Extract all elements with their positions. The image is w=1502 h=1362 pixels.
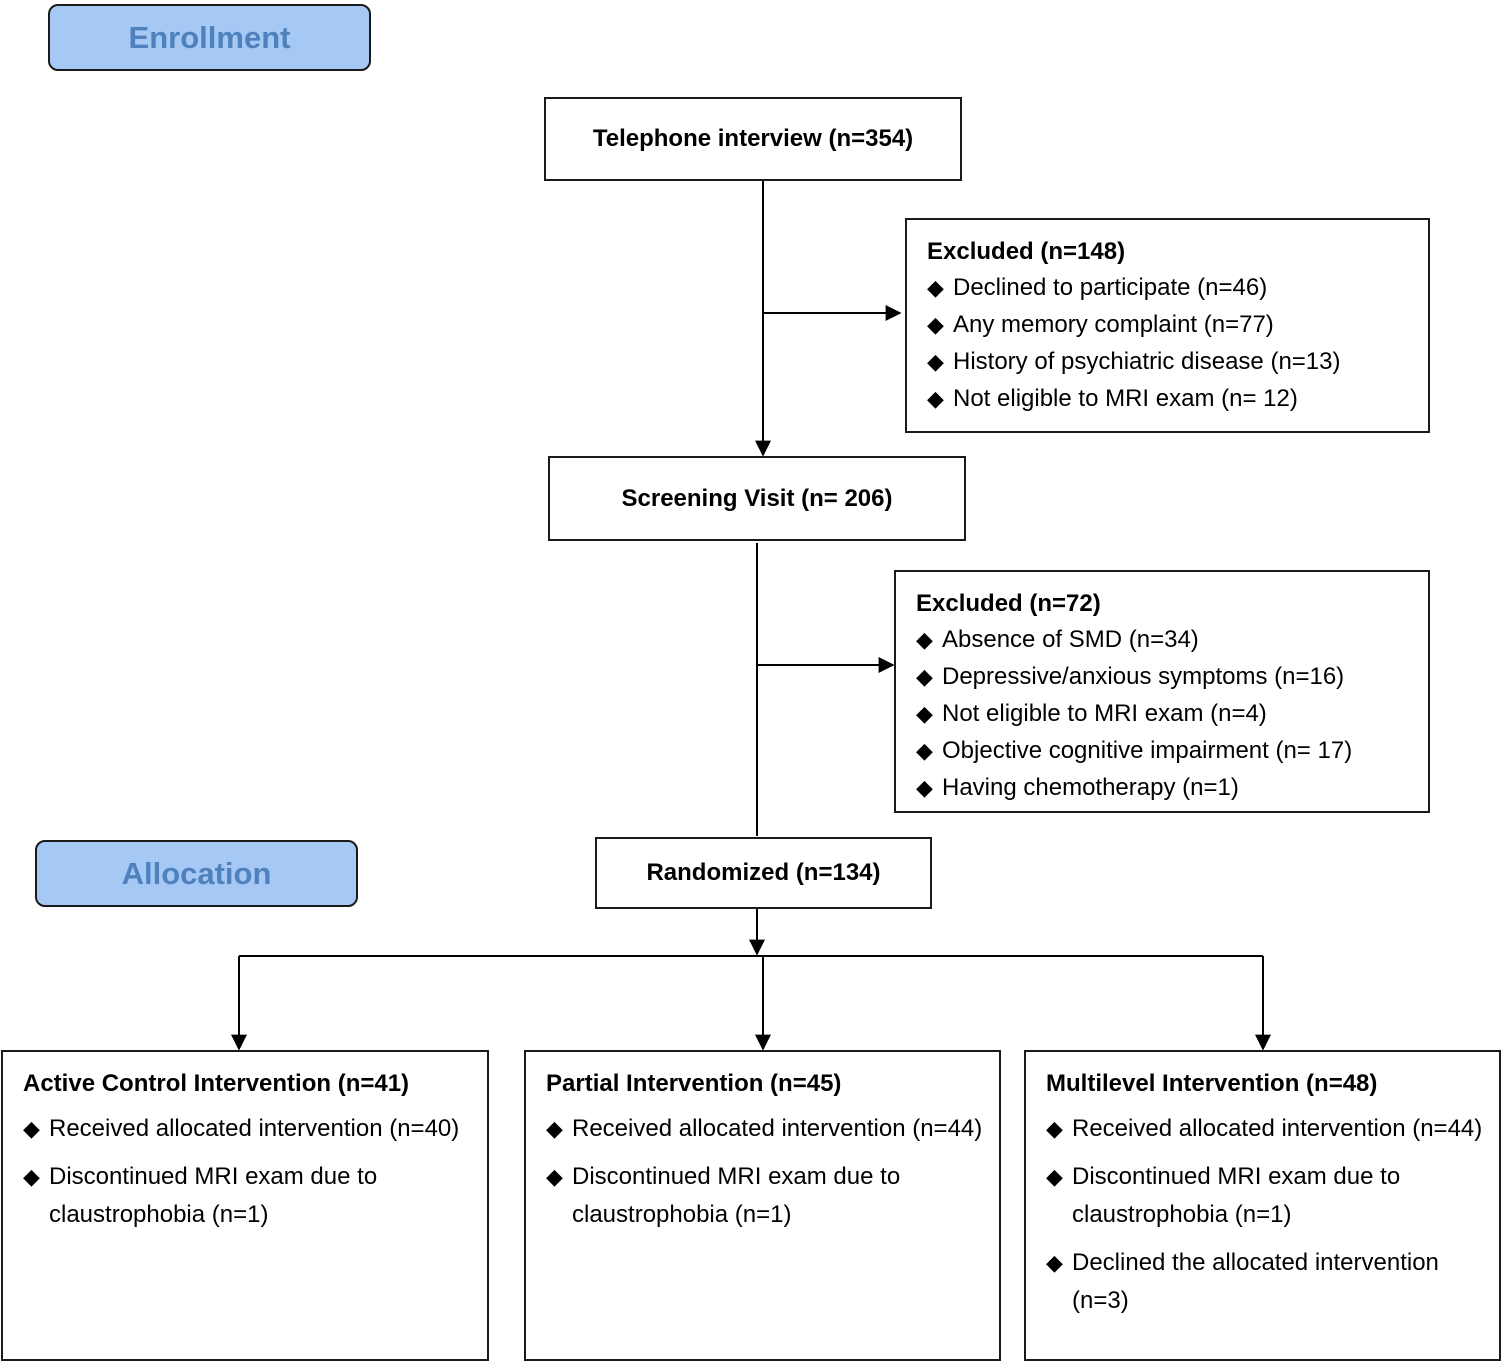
list-item: ◆Absence of SMD (n=34) [916,626,1199,653]
list-item: ◆Depressive/anxious symptoms (n=16) [916,663,1345,690]
excluded-2-title: Excluded (n=72) [916,590,1101,617]
diamond-icon: ◆ [1046,1250,1063,1275]
randomized-box: Randomized (n=134) [595,837,932,909]
diamond-icon: ◆ [546,1116,563,1141]
arm-list: ◆Received allocated intervention (n=40) … [23,1110,475,1234]
diamond-icon: ◆ [927,386,944,411]
list-item: ◆History of psychiatric disease (n=13) [927,348,1341,375]
diamond-icon: ◆ [916,664,933,689]
arm-title: Partial Intervention (n=45) [546,1070,842,1097]
list-item: ◆Received allocated intervention (n=40) [23,1110,475,1148]
diamond-icon: ◆ [23,1116,40,1141]
arm-title: Multilevel Intervention (n=48) [1046,1070,1378,1097]
list-item: ◆Discontinued MRI exam due to claustroph… [546,1158,987,1234]
diamond-icon: ◆ [546,1164,563,1189]
list-item: ◆Received allocated intervention (n=44) [546,1110,987,1148]
diamond-icon: ◆ [916,701,933,726]
diamond-icon: ◆ [927,312,944,337]
diamond-icon: ◆ [927,275,944,300]
list-item: ◆Having chemotherapy (n=1) [916,774,1239,801]
excluded-1-list: ◆Declined to participate (n=46) ◆Any mem… [927,274,1428,413]
screening-visit-box: Screening Visit (n= 206) [548,456,966,541]
telephone-interview-box: Telephone interview (n=354) [544,97,962,181]
list-item: ◆Declined to participate (n=46) [927,274,1268,301]
arm-box-partial: Partial Intervention (n=45) ◆Received al… [524,1050,1001,1361]
stage-label-enrollment: Enrollment [48,4,371,71]
arm-box-multilevel: Multilevel Intervention (n=48) ◆Received… [1024,1050,1501,1361]
screening-visit-label: Screening Visit (n= 206) [621,484,893,512]
list-item: ◆Objective cognitive impairment (n= 17) [916,737,1353,764]
excluded-2-list: ◆Absence of SMD (n=34) ◆Depressive/anxio… [916,626,1428,802]
excluded-1-title: Excluded (n=148) [927,238,1126,265]
stage-label-allocation: Allocation [35,840,358,907]
list-item: ◆Discontinued MRI exam due to claustroph… [1046,1158,1487,1234]
diamond-icon: ◆ [927,349,944,374]
diamond-icon: ◆ [916,775,933,800]
randomized-label: Randomized (n=134) [646,859,881,886]
excluded-box-1: Excluded (n=148) ◆Declined to participat… [905,218,1430,433]
list-item: ◆Discontinued MRI exam due to claustroph… [23,1158,475,1234]
diamond-icon: ◆ [23,1164,40,1189]
diamond-icon: ◆ [916,627,933,652]
telephone-interview-label: Telephone interview (n=354) [592,125,914,152]
list-item: ◆Not eligible to MRI exam (n= 12) [927,385,1298,412]
list-item: ◆Any memory complaint (n=77) [927,311,1274,338]
arm-title: Active Control Intervention (n=41) [23,1070,410,1097]
arm-list: ◆Received allocated intervention (n=44) … [1046,1110,1487,1320]
arm-box-active-control: Active Control Intervention (n=41) ◆Rece… [1,1050,489,1361]
diamond-icon: ◆ [1046,1164,1063,1189]
excluded-box-2: Excluded (n=72) ◆Absence of SMD (n=34) ◆… [894,570,1430,813]
list-item: ◆Not eligible to MRI exam (n=4) [916,700,1267,727]
diamond-icon: ◆ [1046,1116,1063,1141]
diamond-icon: ◆ [916,738,933,763]
list-item: ◆Declined the allocated intervention (n=… [1046,1244,1487,1320]
list-item: ◆Received allocated intervention (n=44) [1046,1110,1487,1148]
arm-list: ◆Received allocated intervention (n=44) … [546,1110,987,1234]
